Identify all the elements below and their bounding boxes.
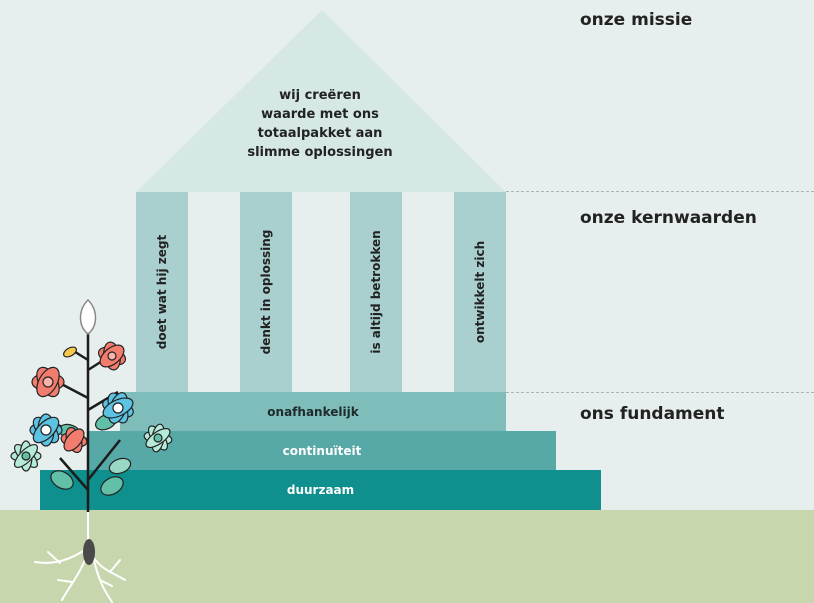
divider-foundation [506,392,814,393]
plant-illustration [10,298,173,603]
section-mission-label: onze missie [580,10,693,30]
foundation-label: duurzaam [286,483,355,497]
bud-icon [79,298,97,335]
ground [0,510,814,603]
mission-statement: wij creëren waarde met ons totaalpakket … [220,86,420,162]
foundation-label: continuïteit [282,444,362,458]
flowers-icon [10,341,173,472]
roof [136,10,506,192]
pillar-3: is altijd betrokken [350,192,402,392]
seed-icon [83,539,95,565]
pillar-label: ontwikkelt zich [473,240,487,344]
foundation-step-1: onafhankelijk [120,392,506,432]
mission-line: waarde met ons [261,107,379,122]
section-foundation-label: ons fundament [580,404,725,424]
pillar-1: doet wat hij zegt [136,192,188,392]
divider-values [506,191,814,192]
foundation-label: onafhankelijk [267,405,359,419]
mission-line: totaalpakket aan [257,126,383,141]
section-values-label: onze kernwaarden [580,208,757,228]
mission-line: wij creëren [279,88,361,103]
leaves-icon [50,413,132,496]
foundation-step-3: duurzaam [40,470,601,510]
pillar-label: is altijd betrokken [369,230,383,354]
pillar-2: denkt in oplossing [240,192,292,392]
pillar-4: ontwikkelt zich [454,192,506,392]
roots-icon [34,504,126,603]
mission-line: slimme oplossingen [247,145,393,160]
pillar-label: denkt in oplossing [259,229,273,355]
